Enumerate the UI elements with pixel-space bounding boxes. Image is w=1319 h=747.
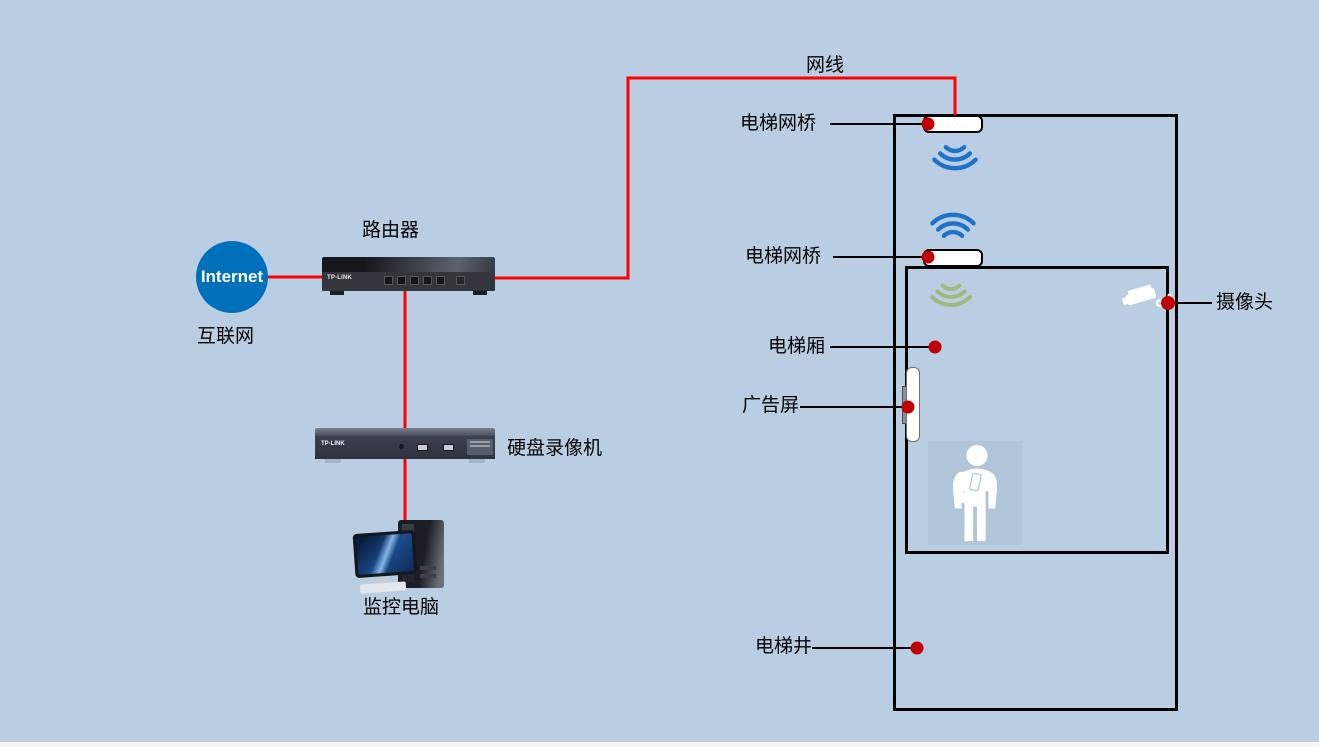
router-top-panel [322, 257, 495, 272]
bridge2-label: 电梯网桥 [745, 246, 822, 267]
dvr-usb-port [443, 444, 454, 451]
monitoring-pc [352, 520, 449, 595]
router-label: 路由器 [362, 220, 420, 241]
pc-tower-vent [420, 574, 436, 578]
person-silhouette-icon [952, 444, 998, 542]
dot-bridge1 [921, 117, 935, 131]
window-bottom-edge [0, 741, 1319, 747]
pc-monitor-stand [376, 576, 386, 584]
dvr-usb-port [417, 444, 428, 451]
shaft-label: 电梯井 [755, 636, 813, 657]
dvr-model-label [467, 439, 493, 455]
dvr-brand-text: TP-LINK [321, 441, 345, 447]
pc-label: 监控电脑 [363, 597, 440, 618]
router-ethernet-ports [384, 276, 465, 285]
dot-bridge2 [921, 250, 935, 264]
dvr-indicator-led [399, 444, 404, 449]
internet-circle-text: Internet [200, 267, 264, 286]
cable-router-to-bridge [494, 76, 957, 280]
dvr-feet [315, 459, 495, 463]
internet-label: 互联网 [197, 326, 255, 347]
router-device: TP-LINK [322, 257, 495, 295]
router-feet [322, 291, 495, 295]
dvr-device: TP-LINK [315, 428, 495, 465]
dvr-front-panel: TP-LINK [315, 436, 495, 459]
dot-car [928, 340, 942, 354]
dot-camera [1161, 296, 1175, 310]
elevator-shaft-box [893, 114, 1178, 711]
pc-tower-vent [420, 566, 436, 570]
dot-shaft [910, 641, 924, 655]
ad-screen-label: 广告屏 [742, 395, 800, 416]
camera-label: 摄像头 [1216, 292, 1274, 313]
car-label: 电梯厢 [768, 336, 826, 357]
cable-label: 网线 [806, 55, 845, 76]
dvr-top-edge [315, 428, 495, 436]
dot-ad-screen [901, 400, 915, 414]
router-brand-text: TP-LINK [327, 275, 353, 281]
bridge1-label: 电梯网桥 [740, 113, 817, 134]
router-front-panel: TP-LINK [322, 272, 495, 291]
dvr-label: 硬盘录像机 [507, 438, 603, 459]
internet-node: Internet [196, 241, 268, 313]
